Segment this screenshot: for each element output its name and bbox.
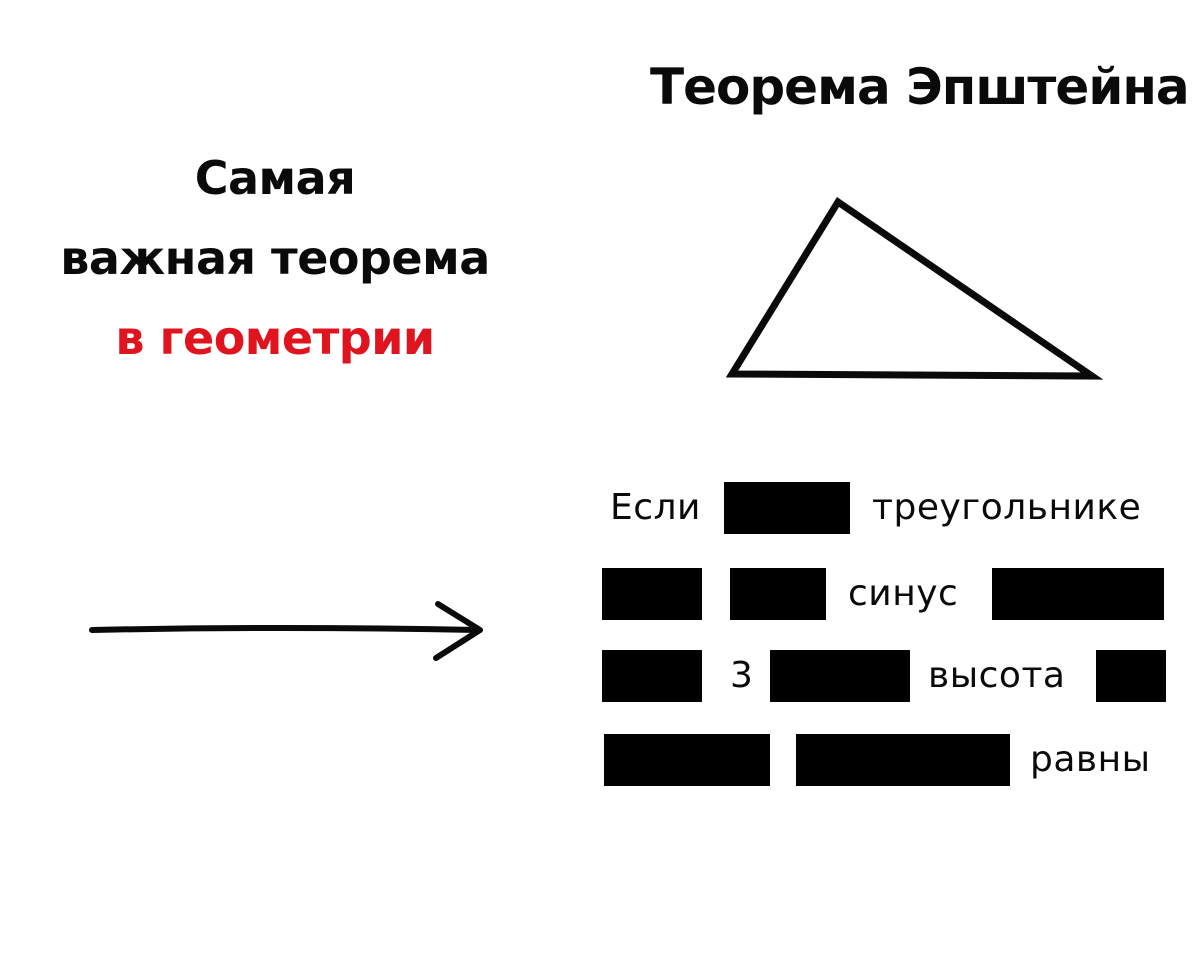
headline-line-3: в геометрии: [115, 311, 435, 365]
statement-row-1: Если треугольнике: [590, 482, 1180, 534]
statement-row-2: синус: [590, 568, 1180, 620]
statement-word: 3: [730, 655, 754, 696]
right-arrow-icon: [89, 601, 483, 661]
statement-word: синус: [848, 573, 959, 614]
redacted-theorem-statement: Если треугольнике синус 3 высота равны: [590, 470, 1180, 810]
theorem-title: Теорема Эпштейна: [650, 58, 1190, 116]
redaction-bar: [1096, 650, 1166, 702]
redaction-bar: [602, 650, 702, 702]
headline: Самая важная теорема в геометрии: [30, 138, 520, 378]
statement-row-4: равны: [590, 734, 1180, 786]
redaction-bar: [796, 734, 1010, 786]
statement-word: Если: [610, 487, 701, 528]
statement-word: треугольнике: [872, 487, 1142, 528]
statement-row-3: 3 высота: [590, 650, 1180, 702]
redaction-bar: [730, 568, 826, 620]
headline-line-1: Самая: [194, 151, 356, 205]
statement-word: равны: [1030, 739, 1151, 780]
redaction-bar: [602, 568, 702, 620]
redaction-bar: [724, 482, 850, 534]
triangle-icon: [725, 197, 1104, 380]
redaction-bar: [770, 650, 910, 702]
redaction-bar: [604, 734, 770, 786]
redaction-bar: [992, 568, 1164, 620]
statement-word: высота: [928, 655, 1066, 696]
headline-line-2: важная теорема: [60, 231, 490, 285]
